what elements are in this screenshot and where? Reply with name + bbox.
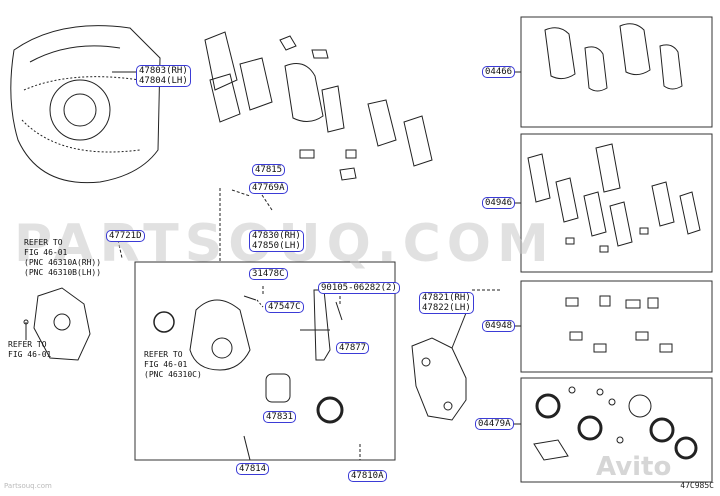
part-90105-06282[interactable]: 90105-06282(2)	[318, 282, 400, 294]
part-47810a[interactable]: 47810A	[348, 470, 387, 482]
part-04946[interactable]: 04946	[482, 197, 516, 209]
box1-pads	[544, 23, 683, 92]
part-47821: 47821(RH)	[422, 293, 471, 303]
refer-note-caliper: REFER TO FIG 46-01 (PNC 46310C)	[144, 350, 202, 379]
corner-text: Partsouq.com	[4, 482, 52, 490]
part-47831[interactable]: 47831	[263, 411, 297, 423]
part-04466[interactable]: 04466	[482, 66, 516, 78]
part-47721d[interactable]: 47721D	[106, 230, 145, 242]
part-04948[interactable]: 04948	[482, 320, 516, 332]
part-31478c[interactable]: 31478C	[249, 268, 288, 280]
part-47877[interactable]: 47877	[336, 342, 370, 354]
box4-seals	[533, 386, 698, 461]
part-47769a[interactable]: 47769A	[249, 182, 288, 194]
corner-watermark: Avito	[596, 452, 672, 482]
leader-lines	[117, 188, 500, 460]
part-47803: 47803(RH)	[139, 66, 188, 76]
part-47814[interactable]: 47814	[236, 463, 270, 475]
label-47821-47822[interactable]: 47821(RH) 47822(LH)	[419, 292, 474, 314]
part-47850: 47850(LH)	[252, 241, 301, 251]
part-47804: 47804(LH)	[139, 76, 188, 86]
part-04479a[interactable]: 04479A	[475, 418, 514, 430]
label-47803-47804[interactable]: 47803(RH) 47804(LH)	[136, 65, 191, 87]
refer-note-bolt: REFER TO FIG 46-01	[8, 340, 52, 359]
image-code: 47C985C	[680, 481, 714, 490]
caliper-bracket	[411, 302, 471, 421]
part-47815[interactable]: 47815	[252, 164, 286, 176]
box3-clips	[565, 295, 673, 353]
steering-knuckle	[23, 287, 91, 361]
part-47830: 47830(RH)	[252, 231, 301, 241]
top-pads-drawing	[120, 31, 433, 181]
part-47547c[interactable]: 47547C	[265, 301, 304, 313]
kit-boxes	[512, 16, 713, 483]
box2-shims	[527, 143, 701, 253]
dust-shield-drawing	[10, 25, 161, 184]
label-47830-47850[interactable]: 47830(RH) 47850(LH)	[249, 230, 304, 252]
part-47822: 47822(LH)	[422, 303, 471, 313]
refer-note-knuckle: REFER TO FIG 46-01 (PNC 46310A(RH)) (PNC…	[24, 238, 102, 277]
caliper-assembly	[134, 261, 396, 461]
